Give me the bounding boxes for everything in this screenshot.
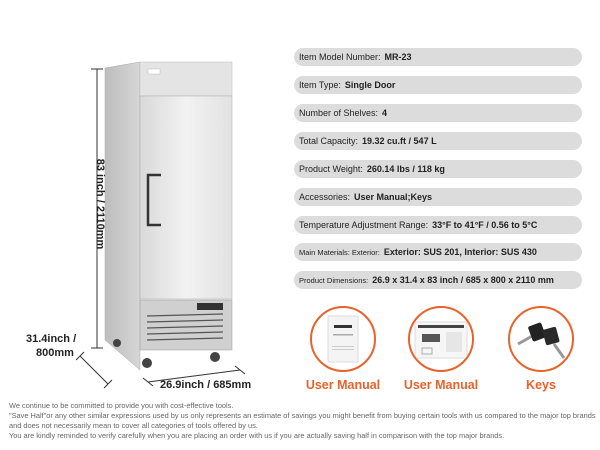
spec-label: Accessories: xyxy=(299,192,351,202)
spec-label: Number of Shelves: xyxy=(299,108,379,118)
spec-label: Main Materials: Exterior: xyxy=(299,248,380,257)
spec-weight: Product Weight:260.14 lbs / 118 kg xyxy=(294,160,582,178)
disclaimer-line: You are kindly reminded to verify carefu… xyxy=(9,431,505,440)
spec-value: 4 xyxy=(382,108,388,118)
accessory-user-manual-page: User Manual xyxy=(401,306,481,392)
spec-temperature: Temperature Adjustment Range:33°F to 41°… xyxy=(294,216,582,234)
disclaimer: We continue to be committed to provide y… xyxy=(9,401,599,441)
accessory-label: User Manual xyxy=(403,378,479,392)
keys-icon xyxy=(508,306,574,372)
accessory-keys: Keys xyxy=(501,306,581,392)
spec-value: Exterior: SUS 201, Interior: SUS 430 xyxy=(383,247,537,257)
depth-dimension-label-line2: 800mm xyxy=(36,347,74,359)
spec-value: Single Door xyxy=(344,80,396,90)
spec-value: 19.32 cu.ft / 547 L xyxy=(362,136,437,146)
width-dimension-label: 26.9inch / 685mm xyxy=(160,379,252,391)
spec-model: Item Model Number:MR-23 xyxy=(294,48,582,66)
accessory-user-manual: User Manual xyxy=(303,306,383,392)
spec-capacity: Total Capacity:19.32 cu.ft / 547 L xyxy=(294,132,582,150)
spec-label: Total Capacity: xyxy=(299,136,359,146)
spec-materials: Main Materials: Exterior:Exterior: SUS 2… xyxy=(294,243,582,261)
refrigerator-illustration xyxy=(75,61,246,389)
spec-value: 260.14 lbs / 118 kg xyxy=(366,164,445,174)
spec-label: Item Type: xyxy=(299,80,341,90)
depth-dimension-label-line1: 31.4inch / xyxy=(26,333,77,345)
spec-label: Item Model Number: xyxy=(299,52,381,62)
spec-label: Product Dimensions: xyxy=(299,276,369,285)
spec-value: User Manual;Keys xyxy=(354,192,433,202)
spec-dimensions: Product Dimensions:26.9 x 31.4 x 83 inch… xyxy=(294,271,582,289)
spec-accessories: Accessories:User Manual;Keys xyxy=(294,188,582,206)
accessory-label: User Manual xyxy=(305,378,381,392)
disclaimer-line: "Save Half"or any other similar expressi… xyxy=(9,411,596,430)
accessory-label: Keys xyxy=(526,378,556,392)
spec-value: MR-23 xyxy=(384,52,412,62)
spec-shelves: Number of Shelves:4 xyxy=(294,104,582,122)
manual-page-icon xyxy=(408,306,474,372)
height-dimension-label: 83 inch / 2110mm xyxy=(94,158,106,250)
spec-value: 26.9 x 31.4 x 83 inch / 685 x 800 x 2110… xyxy=(372,275,554,285)
manual-cover-icon xyxy=(310,306,376,372)
spec-label: Temperature Adjustment Range: xyxy=(299,220,429,230)
disclaimer-line: We continue to be committed to provide y… xyxy=(9,401,234,410)
spec-value: 33°F to 41°F / 0.56 to 5°C xyxy=(432,220,538,230)
spec-label: Product Weight: xyxy=(299,164,363,174)
spec-type: Item Type:Single Door xyxy=(294,76,582,94)
